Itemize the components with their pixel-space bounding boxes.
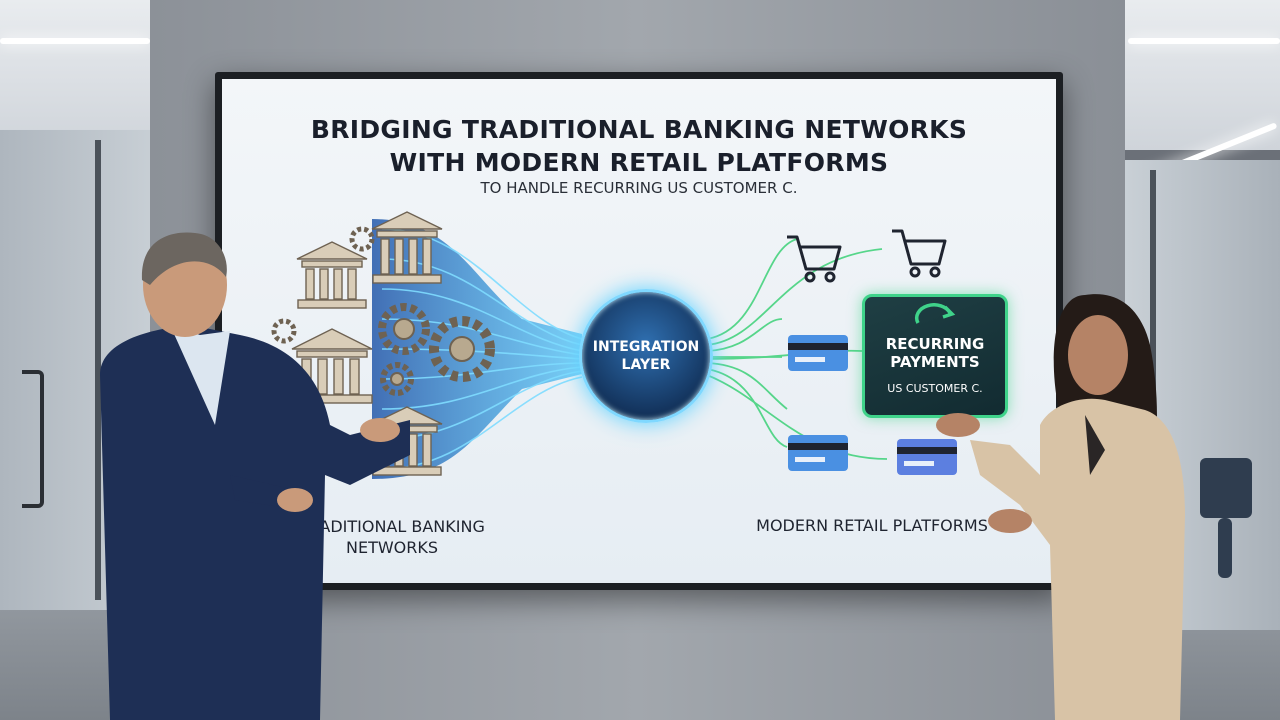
- bank-building-icon: [296, 241, 368, 309]
- headline-line-2: WITH MODERN RETAIL PLATFORMS: [389, 148, 889, 177]
- presenter-man: [100, 232, 410, 720]
- office-chair: [1200, 458, 1252, 518]
- gear-icon: [380, 362, 414, 396]
- recurring-payments-title: RECURRING PAYMENTS: [885, 335, 985, 371]
- credit-card-icon: [897, 439, 957, 475]
- traditional-banking-label: TRADITIONAL BANKING NETWORKS: [299, 517, 485, 557]
- gear-icon: [349, 226, 375, 252]
- banking-data-band: [372, 219, 582, 479]
- door-handle: [22, 370, 44, 508]
- slide: BRIDGING TRADITIONAL BANKING NETWORKS WI…: [222, 79, 1056, 583]
- credit-card-icon: [788, 335, 848, 371]
- headline-line-1: BRIDGING TRADITIONAL BANKING NETWORKS: [310, 115, 968, 144]
- shopping-cart-icon: [787, 235, 842, 283]
- modern-retail-label: MODERN RETAIL PLATFORMS: [756, 516, 988, 535]
- presenter-woman: [936, 294, 1185, 720]
- recurring-payments-panel: RECURRING PAYMENTS US CUSTOMER C.: [862, 294, 1008, 418]
- bank-building-icon: [371, 211, 443, 284]
- recurring-payments-subtitle: US CUSTOMER C.: [887, 382, 983, 395]
- recurring-arrows-icon: [914, 303, 956, 324]
- integration-layer-node: INTEGRATION LAYER: [579, 289, 713, 423]
- credit-card-icon: [788, 435, 848, 471]
- ceiling-light-right: [1128, 38, 1280, 44]
- slide-subheadline: TO HANDLE RECURRING US CUSTOMER C.: [480, 179, 798, 197]
- gear-icon: [271, 318, 297, 344]
- gear-icon: [378, 303, 430, 355]
- ceiling-light-left: [0, 38, 150, 44]
- integration-layer-label: INTEGRATION LAYER: [592, 339, 700, 373]
- presentation-screen: BRIDGING TRADITIONAL BANKING NETWORKS WI…: [215, 72, 1063, 590]
- shopping-cart-icon: [892, 229, 947, 278]
- slide-headline: BRIDGING TRADITIONAL BANKING NETWORKS WI…: [222, 113, 1056, 179]
- office-chair-base: [1218, 518, 1232, 578]
- glass-mullion: [95, 140, 101, 600]
- gear-icon: [429, 316, 495, 382]
